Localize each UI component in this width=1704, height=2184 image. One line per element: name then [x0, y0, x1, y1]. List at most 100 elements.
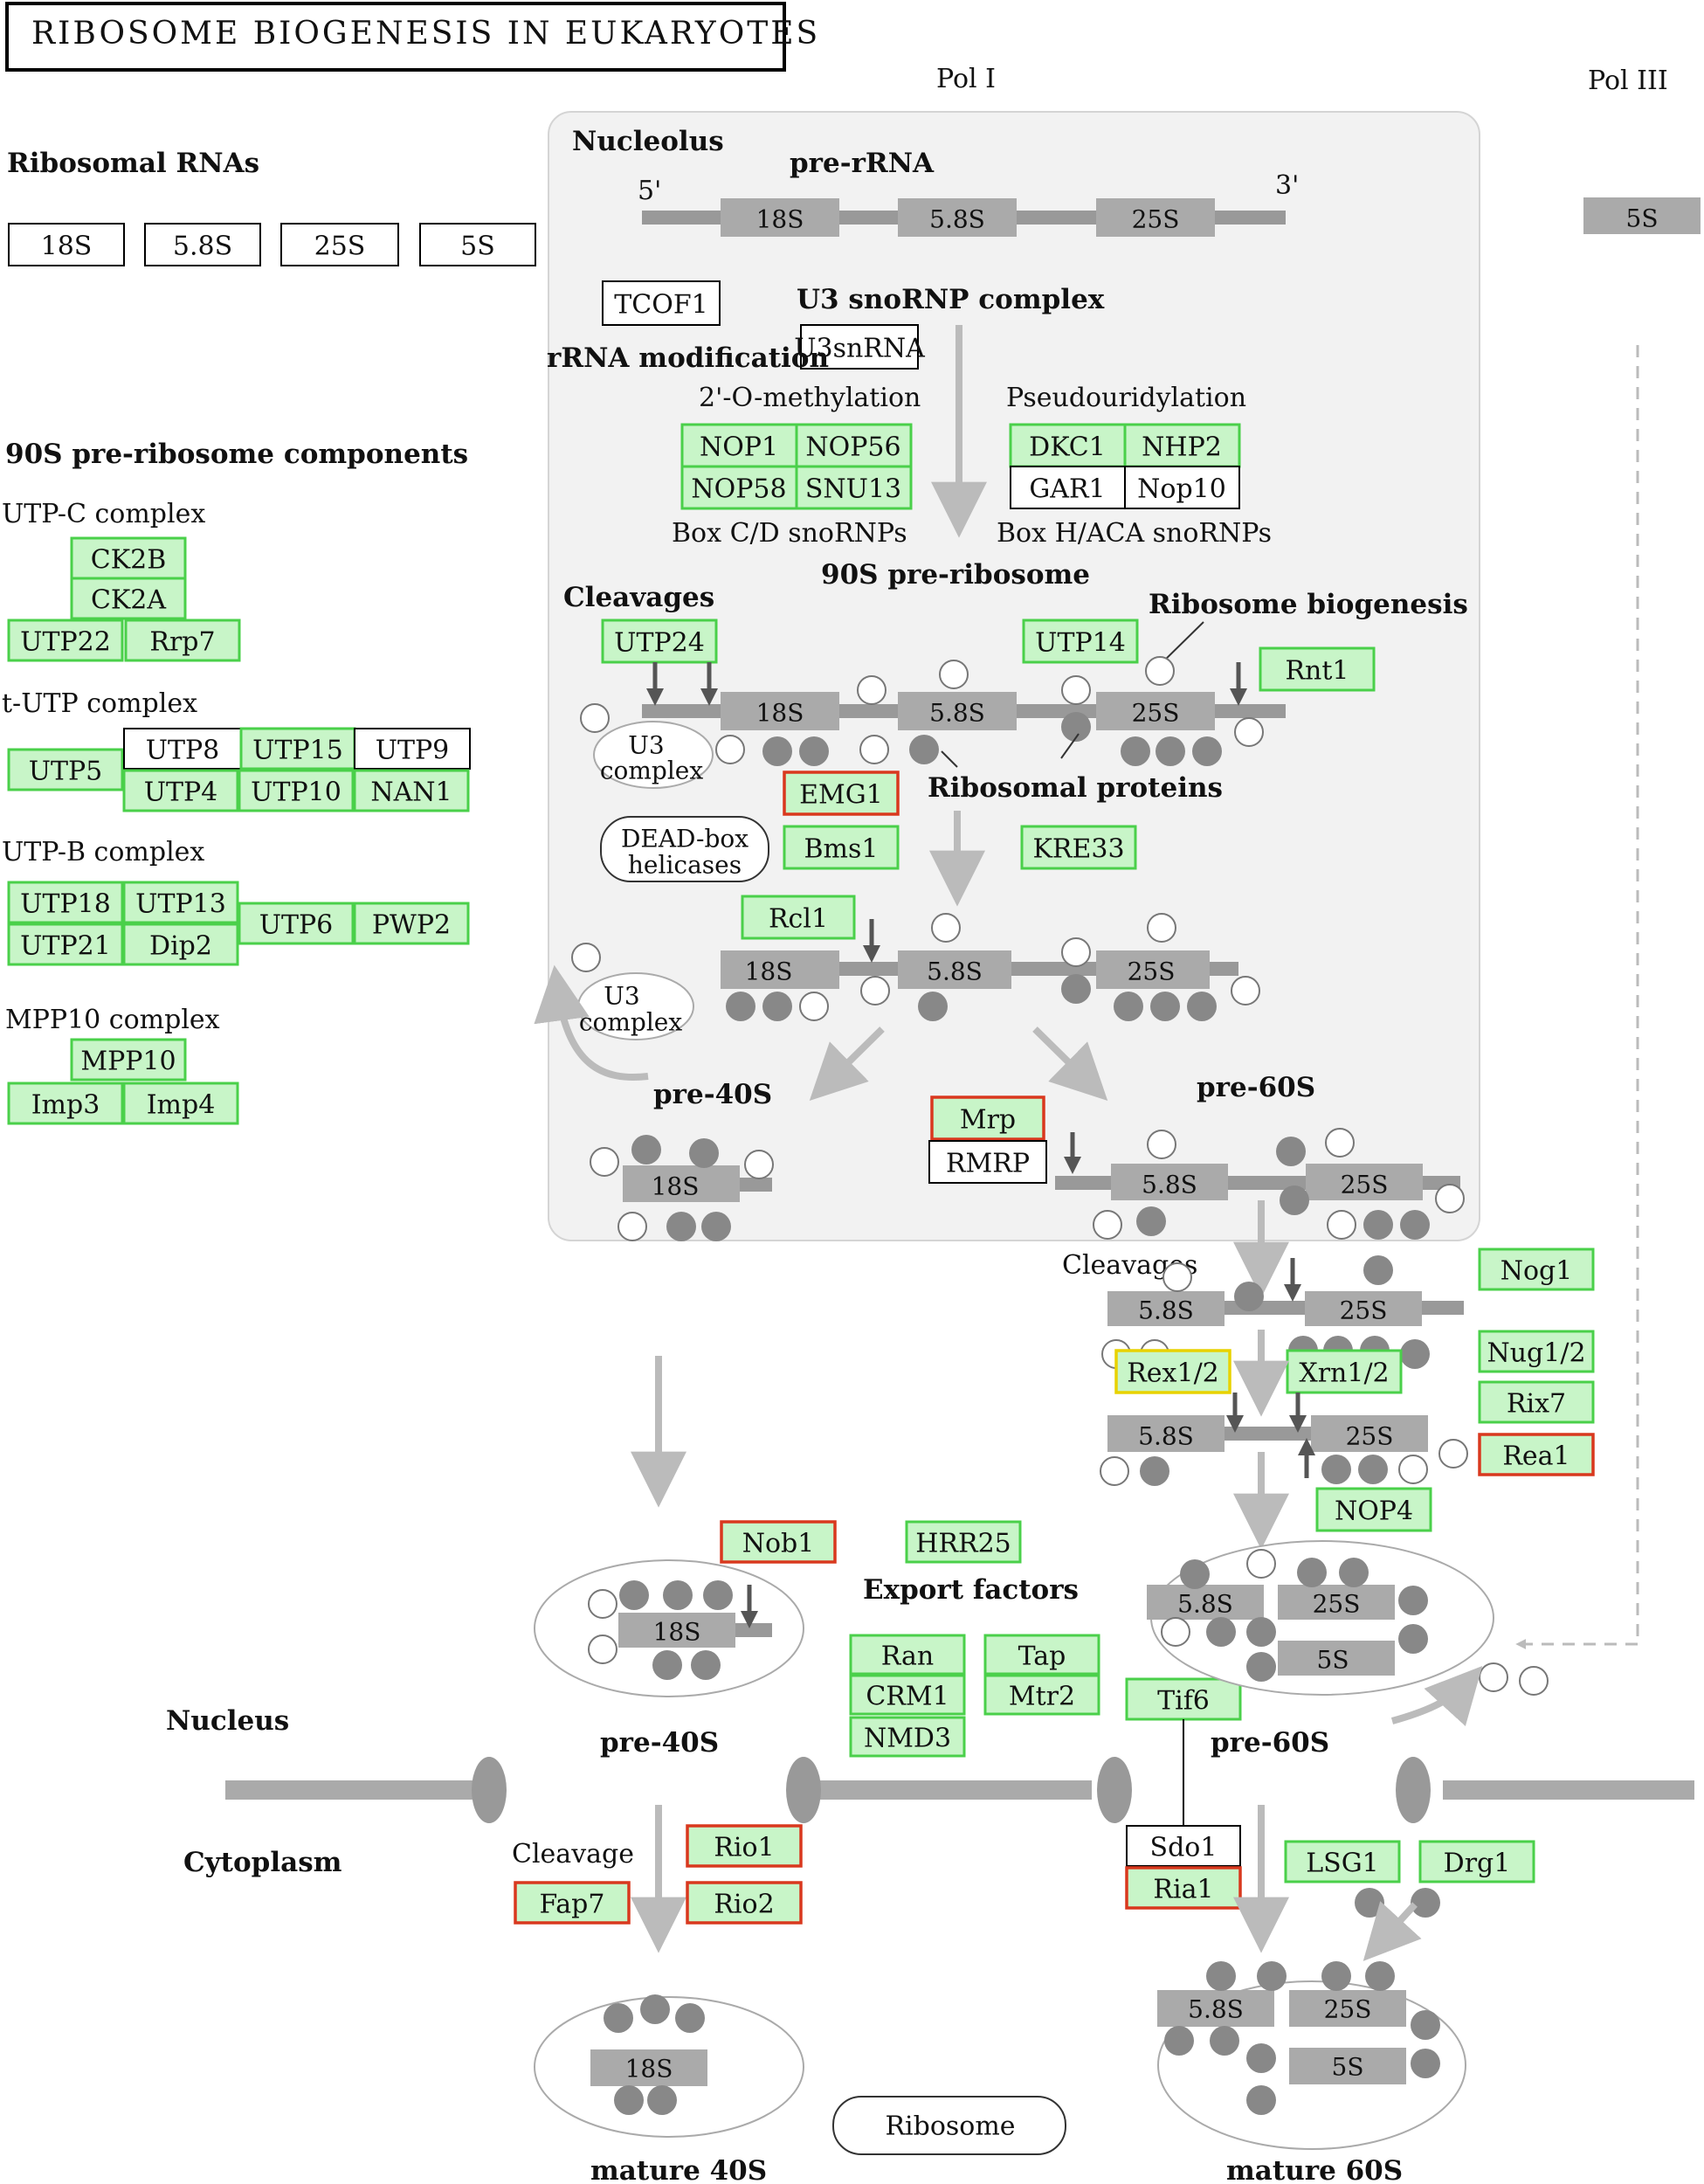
- mpp10-complex-label: MPP10 complex: [5, 1005, 220, 1035]
- gene-NAN1-box: [353, 769, 470, 812]
- gene-Tif6: Tif6: [1157, 1686, 1210, 1717]
- gene-UTP6: UTP6: [259, 910, 334, 941]
- rna-pre60s-a-58s-label: 5.8S: [1142, 1171, 1197, 1199]
- gene-Rex1_2: Rex1/2: [1127, 1358, 1219, 1389]
- rna-mature60s-58s-label: 5.8S: [1188, 1995, 1244, 2024]
- gene-UTP5-box: [7, 748, 124, 791]
- gene-Mrp: Mrp: [960, 1105, 1016, 1136]
- rna-mature60s-25s-label: 25S: [1324, 1995, 1372, 2024]
- pre60s-label-2: pre-60S: [1211, 1727, 1329, 1759]
- gene-CRM1: CRM1: [866, 1682, 949, 1712]
- export-factors-label: Export factors: [863, 1574, 1079, 1606]
- gene-Rcl1-box: [741, 895, 856, 940]
- rna-90s-18s-label: 18S: [756, 699, 804, 728]
- gene-Rix7-box: [1478, 1380, 1595, 1424]
- gene-Fap7: Fap7: [540, 1890, 605, 1920]
- rna-pre60s-a-25s: [1306, 1164, 1423, 1200]
- gene-TCOF1: TCOF1: [614, 290, 707, 321]
- membrane-seg-1: [225, 1780, 500, 1800]
- ribosome-biogenesis-label: Ribosome biogenesis: [1149, 589, 1468, 620]
- five-prime-label: 5': [638, 176, 661, 206]
- gene-MPP10-box: [70, 1038, 187, 1082]
- legend-25s-box: [280, 223, 399, 266]
- pre40s-label-1: pre-40S: [653, 1079, 772, 1110]
- gene-Rrp7-box: [124, 619, 241, 662]
- pseudouridylation-label: Pseudouridylation: [1006, 383, 1246, 413]
- gene-SNU13: SNU13: [805, 474, 901, 505]
- gene-Ran-box: [849, 1634, 966, 1676]
- tutp-complex-label: t-UTP complex: [2, 688, 197, 719]
- rna-mature60s-25s: [1289, 1990, 1406, 2027]
- gene-Fap7-box: [514, 1881, 631, 1925]
- rna-pre40s-a-18s: [623, 1165, 740, 1202]
- three-prime-label: 3': [1275, 170, 1299, 201]
- gene-Bms1: Bms1: [804, 834, 879, 865]
- gene-Nob1-box: [720, 1520, 837, 1564]
- rna-90s-18s: [721, 692, 839, 730]
- gene-UTP15: UTP15: [252, 736, 343, 766]
- gene-UTP10-box: [238, 769, 355, 812]
- gene-UTP13: UTP13: [135, 889, 226, 920]
- gene-UTP4-box: [122, 769, 239, 812]
- gene-Xrn1_2-box: [1286, 1349, 1403, 1394]
- gene-NOP1: NOP1: [700, 432, 778, 463]
- membrane-seg-2: [804, 1780, 1092, 1800]
- protein-circles-pre60s-d: [1161, 1549, 1428, 1682]
- legend-58s-box: [144, 223, 261, 266]
- gene-Xrn1_2: Xrn1/2: [1299, 1358, 1389, 1389]
- pre-rrna-25s-label: 25S: [1132, 205, 1180, 234]
- utpb-complex-label: UTP-B complex: [2, 837, 204, 867]
- ribosomal-rnas-label: Ribosomal RNAs: [7, 148, 259, 179]
- legend-5s-box: [419, 223, 536, 266]
- u3-complex-2-line1: U3: [604, 982, 639, 1011]
- gene-Nob1: Nob1: [742, 1529, 815, 1559]
- protein-circles-2: [571, 913, 1260, 1021]
- gene-Dip2-box: [122, 923, 239, 966]
- pol3-5s: [1583, 197, 1701, 234]
- legend-58s: 5.8S: [173, 232, 232, 262]
- gene-KRE33-box: [1020, 825, 1137, 870]
- rna-pre60s-d-58s: [1147, 1585, 1264, 1620]
- gene-Drg1-box: [1418, 1840, 1535, 1883]
- rna-mature40s-18s-label: 18S: [625, 2055, 673, 2084]
- gene-UTP5: UTP5: [29, 757, 103, 787]
- rna-pre60s-c-58s-label: 5.8S: [1138, 1422, 1194, 1451]
- gene-HRR25: HRR25: [915, 1529, 1011, 1559]
- rna-2-25s-label: 25S: [1128, 957, 1176, 986]
- u3-snornp-label: U3 snoRNP complex: [797, 284, 1105, 315]
- protein-circles-pre60s-c: [1100, 1439, 1468, 1486]
- pol3-label: Pol III: [1588, 66, 1668, 96]
- membrane-seg-3: [1443, 1780, 1694, 1800]
- free-5s-circle-1: [1479, 1662, 1508, 1692]
- pol1-label: Pol I: [936, 64, 996, 94]
- gene-Rex1_2-box: [1114, 1349, 1231, 1394]
- gene-KRE33: KRE33: [1032, 834, 1124, 865]
- pre-rrna-18s: [721, 198, 839, 237]
- gene-Tap: Tap: [1018, 1641, 1066, 1672]
- gene-NOP4: NOP4: [1335, 1496, 1413, 1527]
- lsg1-circle-2: [1411, 1888, 1440, 1918]
- rna-2-58s-label: 5.8S: [927, 957, 983, 986]
- rna-pre60s-c-58s: [1107, 1415, 1225, 1452]
- gene-Drg1: Drg1: [1444, 1849, 1511, 1879]
- ribosome-box: [832, 2096, 1066, 2155]
- protein-circles-pre40s-a: [590, 1135, 774, 1241]
- gene-UTP8: UTP8: [146, 736, 220, 766]
- gene-Dip2: Dip2: [149, 931, 212, 962]
- gene-LSG1: LSG1: [1306, 1849, 1379, 1879]
- protein-circles-pre40s-b: [588, 1580, 733, 1680]
- gene-NHP2: NHP2: [1142, 432, 1222, 463]
- rna-pre60s-d-5s: [1278, 1641, 1395, 1676]
- gene-UTP9: UTP9: [376, 736, 450, 766]
- gene-Rea1-box: [1478, 1433, 1595, 1476]
- title-box: [5, 2, 786, 72]
- gene-Rnt1: Rnt1: [1285, 656, 1349, 687]
- rna-pre60s-b-25s-label: 25S: [1340, 1296, 1388, 1325]
- pre-rrna-label: pre-rRNA: [790, 148, 935, 179]
- gene-Rcl1: Rcl1: [769, 904, 828, 935]
- mature60s-label: mature 60S: [1226, 2155, 1403, 2184]
- gene-Ria1: Ria1: [1153, 1875, 1213, 1905]
- dead-box-line1: DEAD-box: [621, 825, 749, 854]
- gene-U3snRNA-box: [800, 324, 919, 370]
- gene-UTP22-box: [7, 619, 124, 662]
